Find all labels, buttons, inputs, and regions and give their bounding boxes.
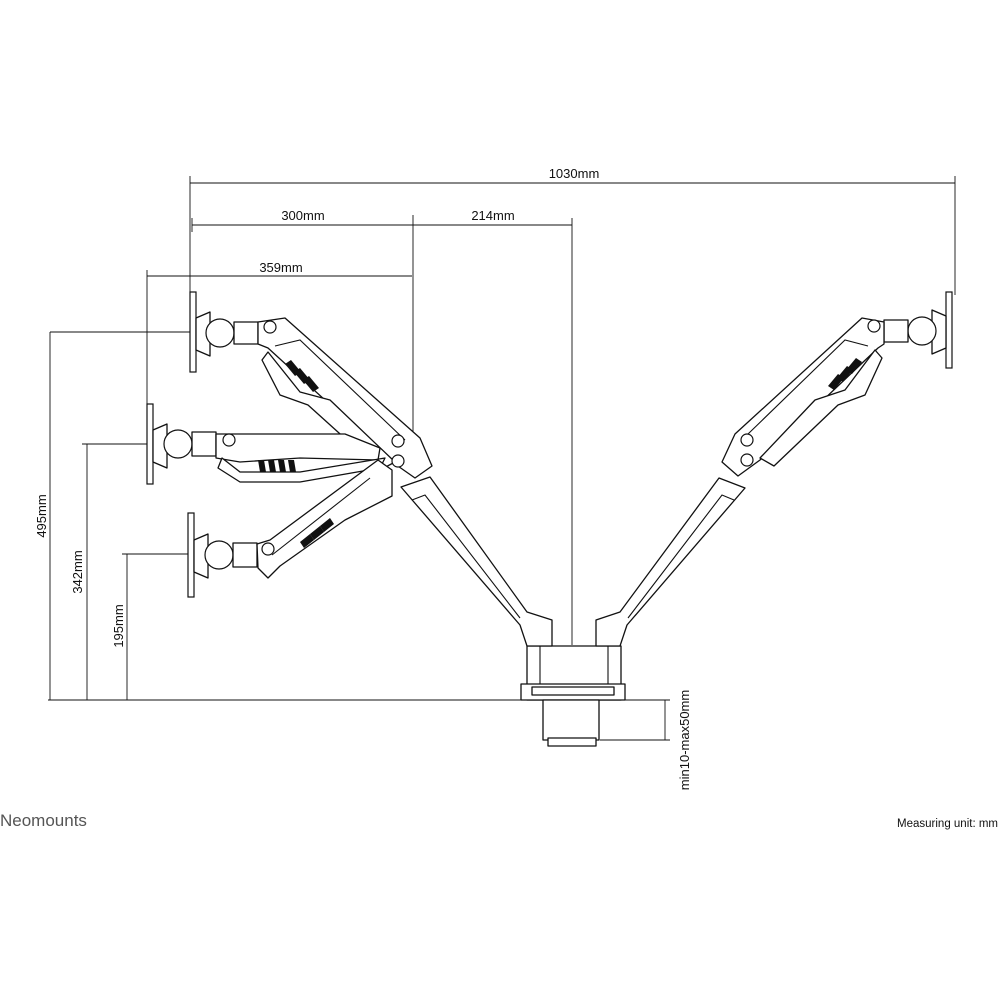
dimension-reach-mid: 359mm bbox=[146, 260, 412, 410]
vesa-plate-left-low bbox=[187, 512, 195, 598]
vent-slots-left-top bbox=[285, 360, 319, 392]
dimension-reach-inner: 214mm bbox=[413, 208, 573, 645]
tilt-ball-left-top bbox=[205, 318, 235, 348]
height-min-label: 195mm bbox=[111, 604, 126, 647]
dimension-height-mid: 342mm bbox=[70, 443, 170, 700]
brand-logo-text: Neomounts bbox=[0, 811, 87, 830]
dimension-desk-thickness: min10-max50mm bbox=[600, 690, 692, 790]
desk-clamp-base bbox=[520, 645, 626, 747]
right-arm bbox=[721, 291, 953, 477]
vesa-plate-right bbox=[945, 291, 953, 369]
height-mid-label: 342mm bbox=[70, 550, 85, 593]
height-max-label: 495mm bbox=[34, 494, 49, 537]
dimension-total-width: 1030mm bbox=[189, 166, 956, 300]
vesa-plate-left-top bbox=[189, 291, 197, 373]
vent-slots-right bbox=[828, 358, 862, 390]
reach-outer-label: 300mm bbox=[281, 208, 324, 223]
desk-thickness-label: min10-max50mm bbox=[677, 690, 692, 790]
lower-arm-right bbox=[595, 477, 746, 647]
vent-slots-left-mid bbox=[258, 460, 296, 472]
lower-arm-left bbox=[400, 476, 553, 647]
dimension-height-min: 195mm bbox=[111, 553, 212, 700]
left-arm-middle-position bbox=[146, 403, 386, 485]
reach-mid-label: 359mm bbox=[259, 260, 302, 275]
vent-slots-left-low bbox=[300, 518, 334, 548]
measuring-unit-note: Measuring unit: mm bbox=[897, 818, 998, 830]
dimension-height-max: 495mm bbox=[34, 331, 215, 700]
dimension-reach-outer: 300mm bbox=[191, 208, 414, 440]
tilt-ball-left-low bbox=[204, 540, 234, 570]
vesa-plate-left-mid bbox=[146, 403, 154, 485]
left-arm-lower-position bbox=[187, 459, 393, 598]
tilt-ball-right bbox=[907, 316, 937, 346]
tilt-ball-left-mid bbox=[163, 429, 193, 459]
total-width-label: 1030mm bbox=[549, 166, 600, 181]
reach-inner-label: 214mm bbox=[471, 208, 514, 223]
